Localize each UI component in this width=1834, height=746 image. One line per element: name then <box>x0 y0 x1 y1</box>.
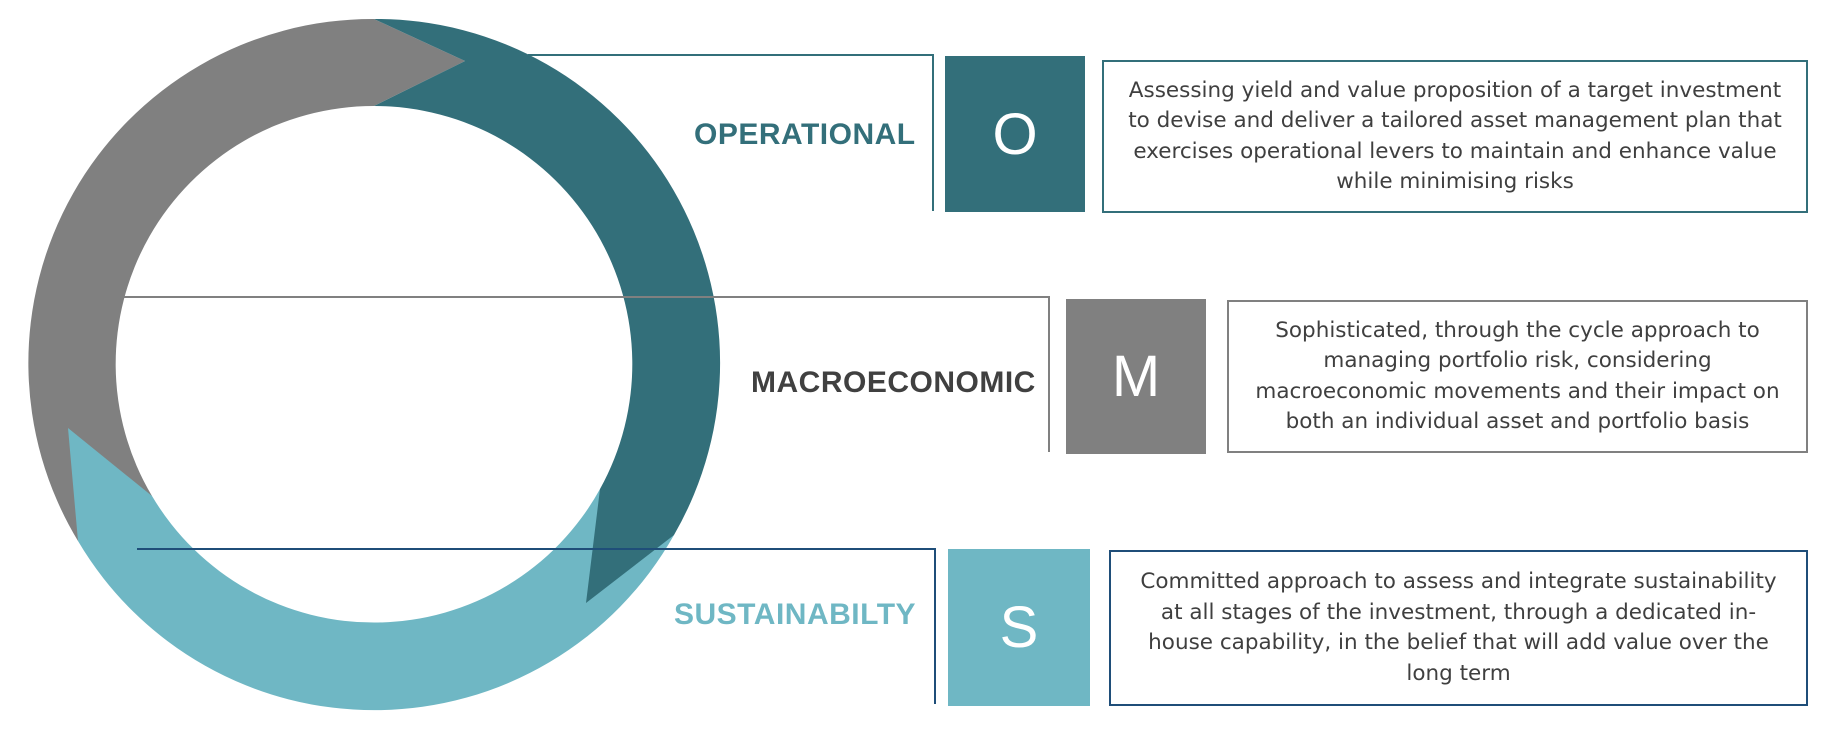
sustainability-arc <box>68 428 674 711</box>
sustainability-description-box: Committed approach to assess and integra… <box>1109 550 1808 706</box>
operational-letter-box: O <box>945 56 1085 212</box>
operational-description: Assessing yield and value proposition of… <box>1128 77 1782 195</box>
macroeconomic-letter-box: M <box>1066 299 1206 454</box>
macroeconomic-arc <box>28 18 466 542</box>
sustainability-description: Committed approach to assess and integra… <box>1140 569 1777 686</box>
macroeconomic-connector <box>72 296 1050 452</box>
macroeconomic-label: MACROECONOMIC <box>751 366 1036 399</box>
operational-connector <box>528 54 934 211</box>
macroeconomic-description-box: Sophisticated, through the cycle approac… <box>1227 300 1808 453</box>
macroeconomic-description: Sophisticated, through the cycle approac… <box>1255 317 1780 435</box>
sustainability-connector <box>137 548 936 704</box>
operational-description-box: Assessing yield and value proposition of… <box>1102 60 1808 213</box>
sustainability-letter-box: S <box>948 549 1090 706</box>
operational-label: OPERATIONAL <box>694 118 916 151</box>
sustainability-label: SUSTAINABILTY <box>674 598 917 631</box>
operational-arc <box>374 18 721 603</box>
